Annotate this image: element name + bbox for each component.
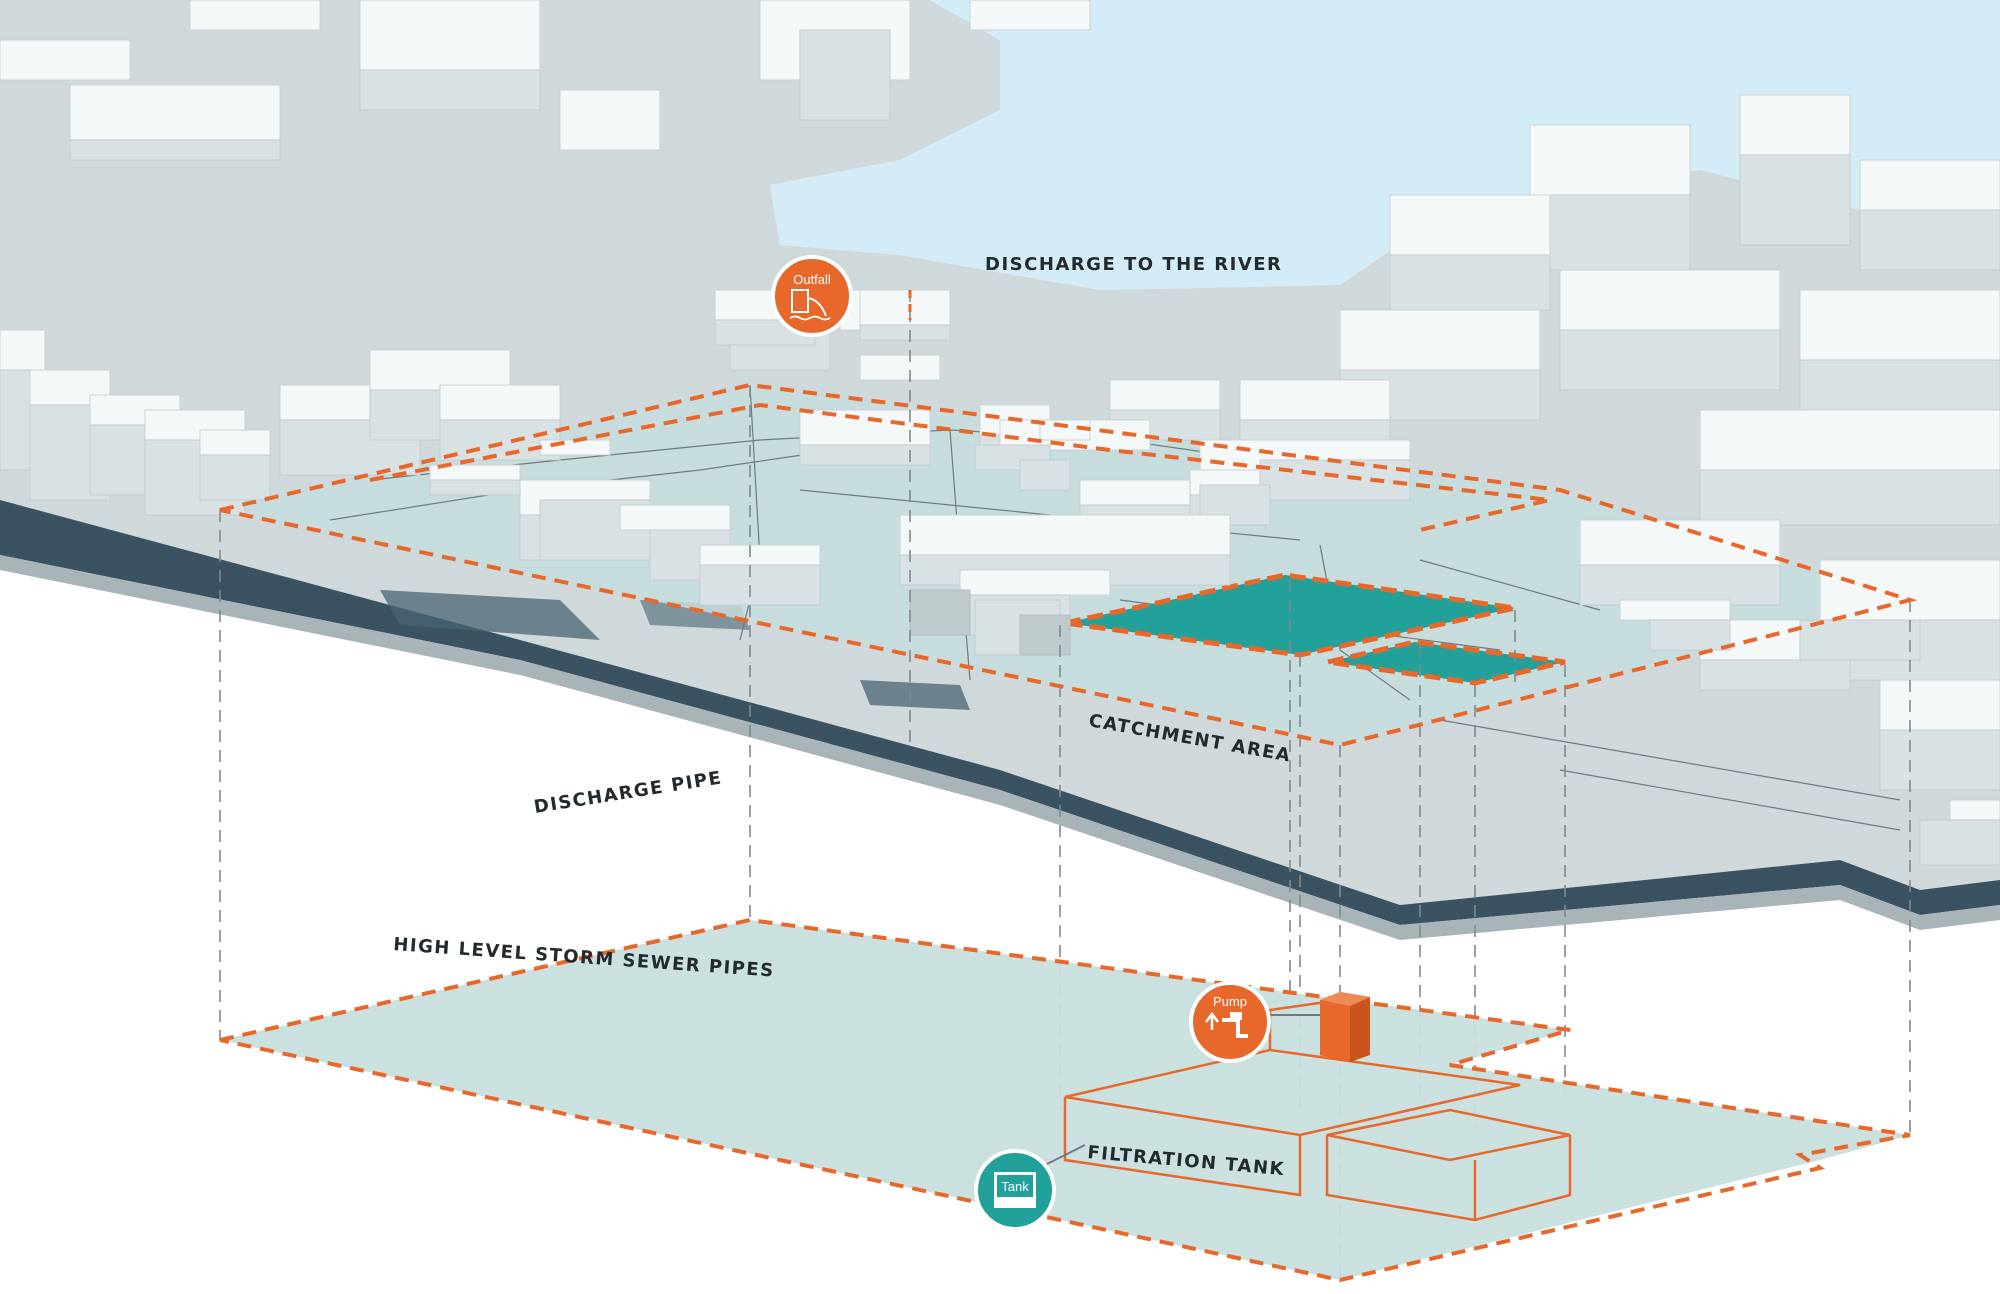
storm-sewer-outline [219,917,1911,1283]
tank-icon: Tank [974,1149,1056,1231]
outfall-icon: Outfall [771,255,853,337]
label-discharge-pipe: DISCHARGE PIPE [532,767,723,818]
ground-shadow-1 [380,590,600,640]
retention-area-small [1327,639,1566,686]
buildings-left [0,329,561,516]
slab-edge [0,500,2000,925]
retention-area-large [1064,572,1516,658]
pump-unit [1320,992,1370,1062]
building-riverside [859,289,951,326]
ground-shadow-2 [860,680,970,710]
building-riverside-side [859,324,951,341]
outfall-icon-label: Outfall [793,272,831,287]
catchment-inner-outline [369,402,1551,532]
pump-icon: Pump [1189,981,1271,1063]
slab-lower-edge [0,555,2000,940]
tank-icon-label: Tank [1001,1179,1029,1194]
filtration-tank [1063,998,1572,1222]
river [770,0,2000,290]
catchment-outline [219,382,1918,748]
label-discharge-to-river: DISCHARGE TO THE RIVER [985,254,1282,275]
pump-icon-label: Pump [1213,994,1247,1009]
